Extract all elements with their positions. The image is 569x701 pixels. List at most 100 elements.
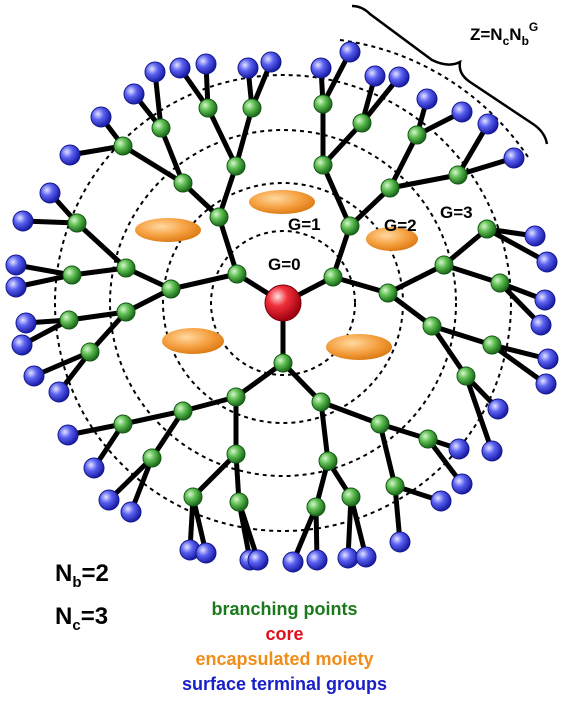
encapsulated-moiety [326, 334, 392, 360]
surface-terminal-group [310, 57, 332, 79]
encapsulated-moieties [135, 190, 418, 360]
bond [441, 262, 503, 286]
surface-terminal-group [123, 83, 145, 105]
branching-point [113, 136, 133, 156]
branching-point [352, 113, 372, 133]
branching-point [318, 451, 338, 471]
generation-label-g2: G=2 [384, 216, 417, 235]
bond [120, 143, 186, 186]
branching-point [490, 273, 510, 293]
branching-point [226, 387, 246, 407]
branching-point [173, 401, 193, 421]
surface-terminal-group [355, 546, 377, 568]
surface-terminal-group [169, 57, 191, 79]
surface-terminal-group [430, 490, 452, 512]
branching-point [323, 267, 343, 287]
branching-point [151, 118, 171, 138]
bond [158, 125, 186, 186]
surface-terminal-group [11, 334, 33, 356]
param-nc-letter: N [55, 603, 73, 630]
branching-point [67, 213, 87, 233]
branching-point [62, 265, 82, 285]
branching-point [59, 310, 79, 330]
surface-terminal-group [524, 225, 546, 247]
param-nc-value: =3 [80, 603, 109, 630]
branching-point [226, 444, 246, 464]
branching-point [227, 264, 247, 284]
branching-point [229, 492, 249, 512]
branching-point [418, 429, 438, 449]
encapsulated-moiety [366, 227, 418, 251]
surface-terminal-group [260, 51, 282, 73]
surface-terminal-group [451, 473, 473, 495]
branching-point [380, 178, 400, 198]
surface-terminal-group [306, 549, 328, 571]
branching-point [242, 98, 262, 118]
encapsulated-moiety [162, 328, 224, 354]
generation-label-g3: G=3 [440, 203, 473, 222]
bond [429, 323, 469, 379]
param-nb-letter: N [55, 560, 73, 587]
nodes [5, 41, 559, 573]
branching-point [434, 255, 454, 275]
branching-point [209, 207, 229, 227]
bond [489, 342, 549, 387]
surface-terminal-group [364, 65, 386, 87]
generation-label-g1: G=1 [288, 215, 321, 234]
bond [120, 408, 186, 427]
surface-terminal-group [339, 41, 361, 63]
branching-point [378, 283, 398, 303]
generation-label-g0: G=0 [268, 255, 301, 274]
bond [385, 262, 447, 296]
encapsulated-moiety [249, 190, 315, 214]
surface-terminal-group [477, 113, 499, 135]
bond [330, 274, 391, 296]
bond [320, 120, 365, 168]
bond [387, 172, 461, 191]
branching-point [80, 342, 100, 362]
branching-point [226, 156, 246, 176]
param-nc-sub: c [72, 616, 81, 634]
surface-terminal-group [451, 101, 473, 123]
surface-terminal-group [98, 489, 120, 511]
generation-brace [351, 4, 549, 145]
branching-point [313, 155, 333, 175]
bond [233, 360, 286, 400]
param-nb: Nb=2 [55, 560, 109, 591]
branching-point [311, 392, 331, 412]
branching-point [113, 414, 133, 434]
bond [74, 220, 129, 271]
encapsulated-moiety [135, 218, 201, 242]
surface-terminal-group [247, 549, 269, 571]
surface-terminal-group [144, 61, 166, 83]
bond [387, 132, 420, 191]
branching-point [198, 98, 218, 118]
surface-terminal-group [487, 398, 509, 420]
bond [377, 421, 398, 489]
surface-terminal-group [15, 312, 37, 334]
branching-point [161, 279, 181, 299]
surface-terminal-group [337, 547, 359, 569]
branching-point [385, 476, 405, 496]
legend-surface-terminal-groups: surface terminal groups [181, 674, 388, 694]
surface-terminal-group [388, 66, 410, 88]
bond [429, 323, 495, 348]
surface-terminal-group [536, 251, 558, 273]
surface-terminal-group [5, 276, 27, 298]
legend-branching-points: branching points [211, 599, 358, 619]
legend-encapsulated-moiety: encapsulated moiety [195, 649, 374, 669]
surface-terminal-group [416, 88, 438, 110]
surface-terminal-group [448, 438, 470, 460]
legend-core: core [265, 624, 304, 644]
generation-circle-g2 [109, 129, 457, 477]
surface-terminal-group [195, 53, 217, 75]
surface-terminal-group [237, 57, 259, 79]
branching-point [173, 173, 193, 193]
surface-terminal-group [12, 210, 34, 232]
bond [320, 162, 353, 229]
surface-terminal-group [389, 531, 411, 553]
surface-terminal-group [90, 106, 112, 128]
surface-terminal-group [57, 424, 79, 446]
branching-point [273, 353, 293, 373]
surface-terminal-group [59, 144, 81, 166]
